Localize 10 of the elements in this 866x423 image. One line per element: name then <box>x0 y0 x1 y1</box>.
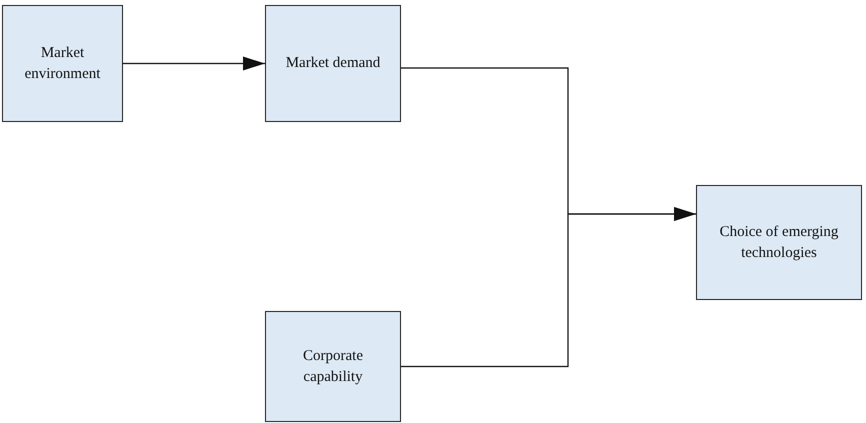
process-box <box>265 311 401 422</box>
box-label: Market demand <box>286 54 380 74</box>
arrow <box>401 207 696 368</box>
process-box <box>696 185 862 300</box>
box-label: Choice of emerging technologies <box>718 223 840 262</box>
box-label: Market environment <box>24 44 102 84</box>
process-box <box>2 5 123 122</box>
box-label: Corporate capability <box>302 347 364 386</box>
process-box <box>265 5 401 122</box>
arrow <box>123 56 265 70</box>
